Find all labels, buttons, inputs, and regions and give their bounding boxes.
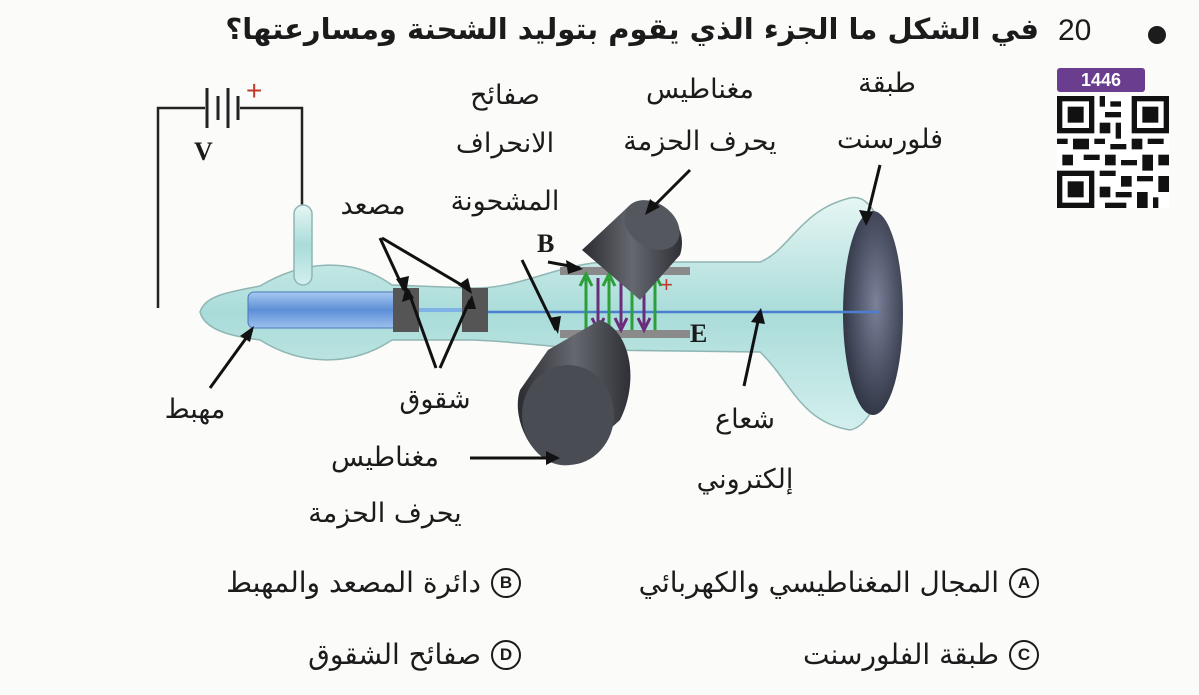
option-a-text: المجال المغناطيسي والكهربائي: [638, 566, 999, 599]
magnet-top: [582, 200, 682, 300]
label-slits: شقوق: [399, 384, 471, 415]
label-beam-line1: شعاع: [715, 404, 775, 435]
anode-stem: [293, 204, 313, 286]
option-d-text: صفائح الشقوق: [308, 638, 481, 671]
option-b-text: دائرة المصعد والمهبط: [226, 566, 481, 599]
option-a[interactable]: A المجال المغناطيسي والكهربائي: [639, 566, 1039, 599]
label-beam-line2: إلكتروني: [696, 464, 794, 495]
label-fluorescent-line1: طبقة: [858, 68, 916, 99]
option-b-letter: B: [491, 567, 521, 598]
deflection-plate-bottom: [560, 330, 690, 338]
option-b[interactable]: B دائرة المصعد والمهبط: [226, 566, 521, 599]
label-plates-line2: الانحراف: [455, 128, 555, 159]
option-c[interactable]: C طبقة الفلورسنت: [803, 638, 1039, 671]
question-bullet: [1148, 26, 1166, 44]
label-magnet-top-line2: يحرف الحزمة: [623, 126, 777, 157]
magnet-bottom: [517, 320, 631, 466]
battery-icon: [205, 88, 240, 128]
label-plates-line3: المشحونة: [450, 186, 560, 217]
plate-plus-sign: +: [660, 272, 673, 297]
code-badge: 1446: [1057, 68, 1145, 92]
label-cathode: مهبط: [164, 394, 226, 425]
option-d-letter: D: [491, 639, 521, 670]
circuit-wires: [156, 106, 304, 308]
cathode-rod: [247, 291, 399, 329]
magnetic-field-label: B: [537, 229, 554, 258]
battery-plus-sign: +: [246, 75, 262, 106]
option-c-text: طبقة الفلورسنت: [803, 638, 999, 671]
label-magnet-top-line1: مغناطيس: [646, 74, 754, 105]
electric-field-label: E: [690, 319, 707, 348]
beam-segment: [419, 308, 462, 312]
qr-code-icon[interactable]: [1057, 96, 1169, 208]
option-c-letter: C: [1009, 639, 1039, 670]
label-anode: مصعد: [340, 190, 406, 221]
label-fluorescent-line2: فلورسنت: [836, 124, 944, 155]
label-plates-line1: صفائح: [470, 80, 540, 111]
label-magnet-bottom-line2: يحرف الحزمة: [308, 498, 462, 529]
question-text: في الشكل ما الجزء الذي يقوم بتوليد الشحن…: [225, 12, 1039, 46]
question-number: 20: [1058, 14, 1092, 47]
voltage-label: V: [194, 137, 213, 166]
option-a-letter: A: [1009, 567, 1039, 598]
option-d[interactable]: D صفائح الشقوق: [308, 638, 521, 671]
label-magnet-bottom-line1: مغناطيس: [331, 442, 439, 473]
pointer-arrowheads: [240, 199, 873, 465]
